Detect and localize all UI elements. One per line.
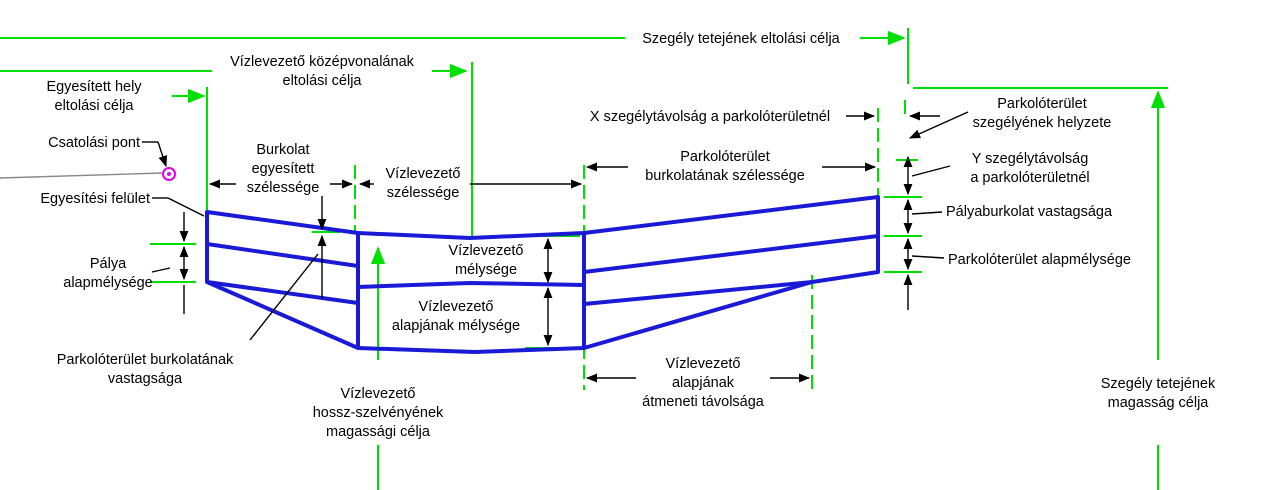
parking-base-line (583, 280, 813, 306)
attachment-point-icon (162, 167, 176, 181)
x-curb-distance-label: X szegélytávolság a parkolóterületnél (590, 109, 830, 125)
ditch-base-transition-label-2: alapjának (672, 375, 735, 391)
attach-leader (157, 141, 168, 168)
ditch-profile-elevation-label-1: Vízlevezető (341, 386, 416, 402)
parking-curb-position-label-1: Parkolóterület (997, 96, 1086, 112)
merged-location-offset-label-1: Egyesített hely (46, 79, 142, 95)
ditch-centerline-offset-label-1: Vízlevezető középvonalának (230, 54, 415, 70)
curb-top-elevation-label-1: Szegély tetejének (1101, 376, 1216, 392)
parking-pavement-thickness-label-1: Parkolóterület burkolatának (57, 352, 234, 368)
merged-location-offset-label-2: eltolási célja (55, 98, 135, 114)
merged-pavement-width-label-1: Burkolat (256, 142, 309, 158)
ditch-profile-elevation-label-3: magassági célja (326, 424, 431, 440)
parking-pavement-width-label-1: Parkolóterület (680, 149, 769, 165)
ditch-base-transition-label-1: Vízlevezető (666, 356, 741, 372)
attachment-point-label: Csatolási pont (48, 135, 140, 151)
ditch-profile-elevation-label-2: hossz-szelvényének (313, 405, 444, 421)
lane-base-depth-label-2: alapmélysége (63, 275, 152, 291)
parking-pavement-thickness-label-2: vastagsága (108, 371, 183, 387)
curb-top-offset-label: Szegély tetejének eltolási célja (642, 31, 840, 47)
ditch-base-depth-label-1: Vízlevezető (419, 299, 494, 315)
subassembly-shape (205, 195, 880, 354)
ditch-width-label-2: szélessége (387, 185, 460, 201)
curb-position-leader (908, 111, 969, 139)
ditch-width-label-1: Vízlevezető (386, 166, 461, 182)
ditch-centerline-offset-label-2: eltolási célja (283, 73, 363, 89)
attach-link-line (0, 172, 163, 179)
parking-pavement-line (583, 234, 879, 274)
parking-curb-position-label-2: szegélyének helyzete (973, 115, 1112, 131)
y-curb-distance-label-2: a parkolóterületnél (970, 170, 1089, 186)
parking-base-depth-label: Parkolóterület alapmélysége (948, 252, 1131, 268)
lane-pavement-thickness-label: Pályaburkolat vastagsága (946, 204, 1113, 220)
parking-pavement-width-label-2: burkolatának szélessége (645, 168, 805, 184)
curb-top-elevation-label-2: magasság célja (1108, 395, 1210, 411)
merged-pavement-width-label-2: egyesített (252, 161, 315, 177)
pavement-thick-leader (911, 211, 943, 215)
ditch-base-depth-label-2: alapjának mélysége (392, 318, 520, 334)
curb-y-leader (911, 165, 951, 177)
y-curb-distance-label-1: Y szegélytávolság (972, 151, 1089, 167)
lane-base-depth-label-1: Pálya (90, 256, 127, 272)
merged-pavement-width-label-3: szélessége (247, 180, 320, 196)
merge-leader (167, 197, 205, 217)
lane-base-line (206, 280, 359, 305)
parking-thickness-leader (249, 253, 319, 341)
labels: Szegély tetejének eltolási célja Vízleve… (40, 28, 1216, 440)
ditch-depth-label-1: Vízlevezető (449, 243, 524, 259)
ditch-base-line (357, 281, 585, 289)
ditch-depth-label-2: mélysége (455, 262, 517, 278)
dimension-lines (0, 111, 969, 383)
parking-base-leader (911, 255, 945, 259)
attachment-point-marker (162, 167, 176, 181)
lane-base-leader (151, 267, 171, 273)
lane-pavement-line (206, 242, 359, 268)
merging-surface-label: Egyesítési felület (40, 191, 150, 207)
outer-outline (205, 195, 880, 354)
ditch-base-transition-label-3: átmeneti távolsága (642, 394, 765, 410)
